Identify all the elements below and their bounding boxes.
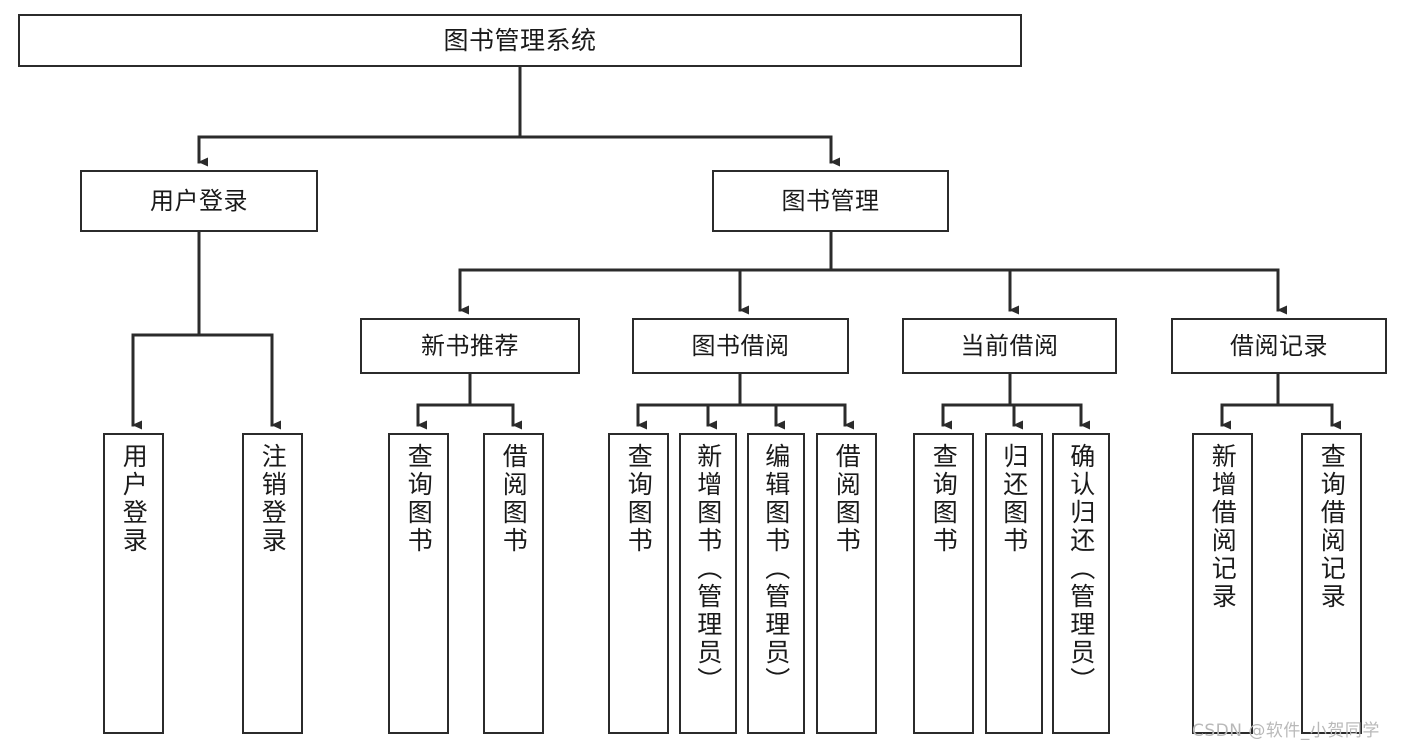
node-user-login[interactable]: 用户登录 bbox=[80, 170, 318, 232]
node-label: 新书推荐 bbox=[421, 331, 519, 360]
node-label: 查询图书 bbox=[624, 443, 654, 555]
node-label: 归还图书 bbox=[999, 443, 1029, 555]
node-label: 当前借阅 bbox=[960, 331, 1059, 360]
node-label: 借阅图书 bbox=[499, 443, 529, 555]
node-label: 图书借阅 bbox=[691, 331, 790, 360]
leaf-logout[interactable]: 注销登录 bbox=[242, 433, 303, 734]
node-label: 图书管理系统 bbox=[443, 25, 597, 55]
leaf-add-book-admin[interactable]: 新增图书（管理员） bbox=[679, 433, 737, 734]
leaf-edit-book-admin[interactable]: 编辑图书（管理员） bbox=[747, 433, 805, 734]
leaf-add-borrow-record[interactable]: 新增借阅记录 bbox=[1192, 433, 1253, 734]
node-borrowing-record[interactable]: 借阅记录 bbox=[1171, 318, 1387, 374]
node-label: 查询图书 bbox=[404, 443, 434, 555]
node-label: 图书管理 bbox=[781, 186, 880, 215]
leaf-query-books-current[interactable]: 查询图书 bbox=[913, 433, 974, 734]
node-label: 用户登录 bbox=[150, 186, 248, 215]
leaf-query-books-borrow[interactable]: 查询图书 bbox=[608, 433, 669, 734]
node-book-management[interactable]: 图书管理 bbox=[712, 170, 949, 232]
node-current-borrowing[interactable]: 当前借阅 bbox=[902, 318, 1117, 374]
node-label: 借阅图书 bbox=[832, 443, 862, 555]
leaf-confirm-return-admin[interactable]: 确认归还（管理员） bbox=[1052, 433, 1110, 734]
node-root-book-management-system[interactable]: 图书管理系统 bbox=[18, 14, 1022, 67]
leaf-borrow-books-recommend[interactable]: 借阅图书 bbox=[483, 433, 544, 734]
node-label: 编辑图书（管理员） bbox=[761, 443, 791, 695]
node-label: 用户登录 bbox=[119, 443, 149, 555]
node-label: 查询图书 bbox=[929, 443, 959, 555]
leaf-query-books-recommend[interactable]: 查询图书 bbox=[388, 433, 449, 734]
node-label: 注销登录 bbox=[258, 443, 288, 555]
node-label: 借阅记录 bbox=[1230, 331, 1328, 360]
node-label: 新增图书（管理员） bbox=[693, 443, 723, 695]
node-book-borrowing[interactable]: 图书借阅 bbox=[632, 318, 849, 374]
csdn-watermark: CSDN @软件_小贺同学 bbox=[1192, 721, 1380, 741]
leaf-return-books[interactable]: 归还图书 bbox=[985, 433, 1043, 734]
node-label: 确认归还（管理员） bbox=[1066, 443, 1096, 695]
leaf-user-login[interactable]: 用户登录 bbox=[103, 433, 164, 734]
node-label: 查询借阅记录 bbox=[1317, 443, 1347, 611]
leaf-borrow-books[interactable]: 借阅图书 bbox=[816, 433, 877, 734]
leaf-query-borrow-record[interactable]: 查询借阅记录 bbox=[1301, 433, 1362, 734]
node-label: 新增借阅记录 bbox=[1208, 443, 1238, 611]
node-new-book-recommendation[interactable]: 新书推荐 bbox=[360, 318, 580, 374]
